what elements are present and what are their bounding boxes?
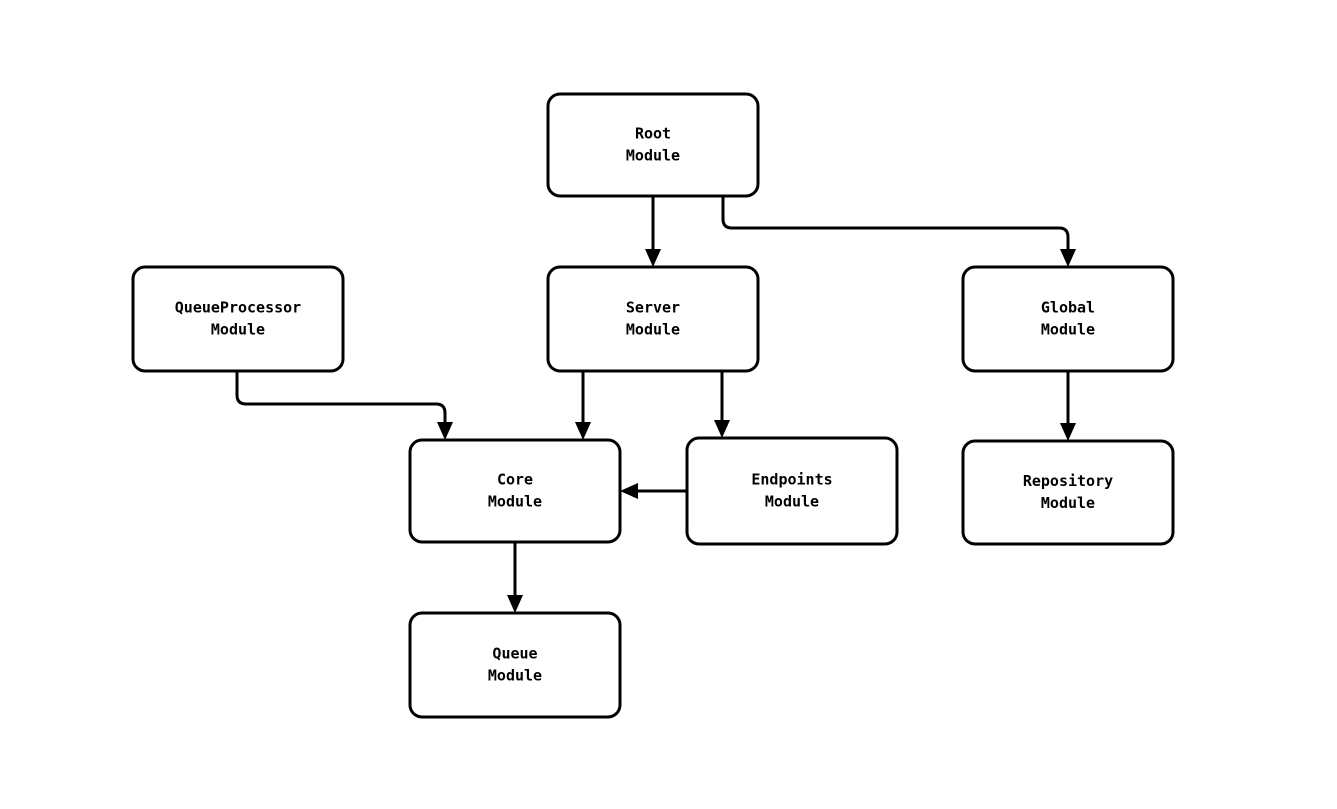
node-label-line1: Root — [635, 125, 671, 143]
node-label-line1: Global — [1041, 299, 1095, 317]
node-label-line1: Queue — [492, 645, 537, 663]
arrowhead-icon — [575, 422, 591, 440]
node-label-line2: Module — [488, 667, 542, 685]
edge-line — [721, 196, 1070, 255]
node-label-line1: Endpoints — [751, 471, 832, 489]
node-box[interactable] — [408, 438, 622, 544]
edge-queueprocessor-to-core — [235, 371, 453, 440]
node-label-line1: Core — [497, 471, 533, 489]
arrowhead-icon — [645, 249, 661, 267]
node-label-line2: Module — [488, 493, 542, 511]
nodes-layer: RootModuleQueueProcessorModuleServerModu… — [131, 92, 1175, 719]
node-box[interactable] — [408, 611, 622, 719]
node-label-line2: Module — [626, 147, 680, 165]
node-box[interactable] — [131, 265, 345, 373]
node-box[interactable] — [961, 265, 1175, 373]
node-box[interactable] — [546, 92, 760, 198]
node-label-line2: Module — [765, 493, 819, 511]
node-box[interactable] — [546, 265, 760, 373]
edge-endpoints-to-core — [620, 483, 687, 499]
node-box[interactable] — [961, 439, 1175, 546]
arrowhead-icon — [1060, 423, 1076, 441]
node-label-line1: Repository — [1023, 472, 1113, 490]
node-label-line2: Module — [211, 321, 265, 339]
edge-global-to-repository — [1060, 371, 1076, 441]
edges-layer — [235, 196, 1076, 613]
edge-line — [235, 371, 447, 428]
node-label-line1: QueueProcessor — [175, 299, 301, 317]
node-label-line2: Module — [1041, 494, 1095, 512]
arrowhead-icon — [620, 483, 638, 499]
arrowhead-icon — [507, 595, 523, 613]
edge-root-to-global — [721, 196, 1076, 267]
edge-core-to-queue — [507, 542, 523, 613]
node-label-line1: Server — [626, 299, 680, 317]
arrowhead-icon — [437, 422, 453, 440]
node-box[interactable] — [685, 436, 899, 546]
edge-server-to-core — [575, 371, 591, 440]
edge-root-to-server — [645, 196, 661, 267]
node-label-line2: Module — [1041, 321, 1095, 339]
edge-server-to-endpoints — [714, 371, 730, 438]
node-label-line2: Module — [626, 321, 680, 339]
arrowhead-icon — [1060, 249, 1076, 267]
arrowhead-icon — [714, 420, 730, 438]
